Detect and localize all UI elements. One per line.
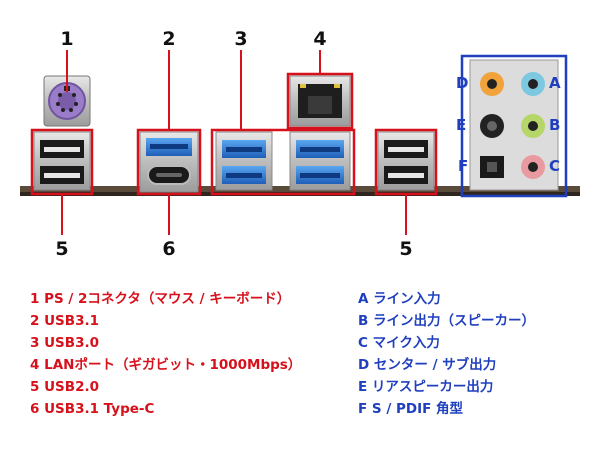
audio-jack-black [480,114,504,138]
legend-item: 5 USB2.0 [30,379,99,395]
usb3-stack-1 [215,131,273,191]
board-edge [20,186,580,196]
audio-label-d: D [456,74,469,92]
audio-label-c: C [549,157,561,175]
legend-item: 3 USB3.0 [30,335,99,351]
audio-jack-lightblue [521,72,545,96]
legend-item: 1 PS / 2コネクタ（マウス / キーボード） [30,291,291,307]
legend-item: 4 LANポート（ギガビット・1000Mbps） [30,357,302,373]
ps2-port [43,75,91,127]
callout-6: 6 [162,238,176,260]
legend-red: 1 PS / 2コネクタ（マウス / キーボード） 2 USB3.1 3 USB… [30,288,301,420]
legend-item: 2 USB3.1 [30,313,99,329]
highlight-box-usb3 [210,128,356,196]
lan-port [289,75,351,127]
callout-4: 4 [313,28,327,50]
audio-jack-pink [521,155,545,179]
legend-item: A ライン入力 [358,291,441,307]
legend-item: 6 USB3.1 Type-C [30,401,155,417]
callout-2: 2 [162,28,176,50]
audio-jack-orange [480,72,504,96]
audio-panel [469,59,559,191]
legend-item: E リアスピーカー出力 [358,379,494,395]
usb2-left-stack [33,131,91,191]
callout-1: 1 [60,28,74,50]
legend-blue: A ライン入力 B ライン出力（スピーカー） C マイク入力 D センター / … [358,288,535,420]
audio-label-e: E [456,116,467,134]
callout-5-right: 5 [399,238,413,260]
audio-jack-green [521,114,545,138]
audio-label-b: B [549,116,561,134]
callout-3: 3 [234,28,248,50]
highlight-box-audio [460,54,568,198]
usb31-typec-stack [139,131,199,193]
callout-5-left: 5 [55,238,69,260]
usb2-right-stack [377,131,435,191]
audio-label-f: F [458,157,469,175]
usb3-stack-2 [289,131,351,191]
legend-item: F S / PDIF 角型 [358,401,464,417]
spdif-port [480,156,504,178]
legend-item: B ライン出力（スピーカー） [358,313,535,329]
legend-item: C マイク入力 [358,335,440,351]
audio-label-a: A [549,74,561,92]
legend-item: D センター / サブ出力 [358,357,497,373]
